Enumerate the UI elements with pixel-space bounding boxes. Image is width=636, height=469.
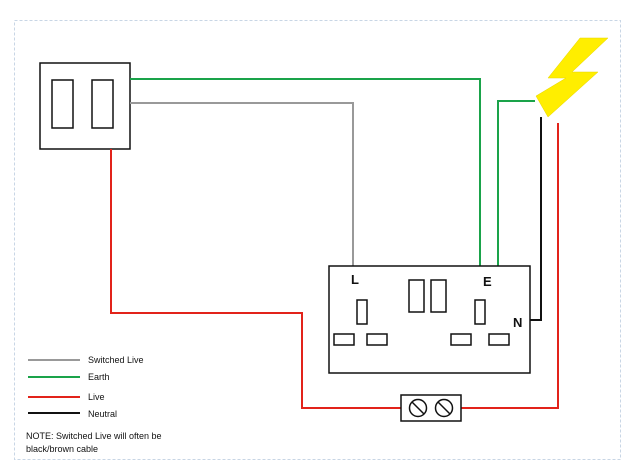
socket-earth-pin [356, 299, 368, 325]
terminal-label-earth: E [483, 274, 492, 289]
double-switch-icon [39, 62, 131, 150]
note-line-1: NOTE: Switched Live will often be [26, 431, 162, 441]
switch-rocker-right [430, 279, 447, 313]
legend: Switched Live Earth Live Neutral [28, 355, 144, 419]
socket-pin-1 [333, 333, 355, 346]
legend-label-switched-live: Switched Live [88, 355, 144, 365]
terminal-label-neutral: N [513, 315, 522, 330]
note-line-2: black/brown cable [26, 444, 98, 454]
terminal-label-live: L [351, 272, 359, 287]
wire-earth-supply [497, 100, 535, 266]
lightning-bolt-icon [535, 37, 609, 118]
socket-outlet: L E N [328, 265, 531, 374]
wire-switched-live [130, 102, 354, 266]
wire-live-supply [461, 123, 559, 409]
legend-label-neutral: Neutral [88, 409, 117, 419]
wire-earth-switch [130, 78, 481, 266]
wire-neutral [530, 117, 542, 321]
legend-label-live: Live [88, 392, 105, 402]
page-frame [14, 20, 621, 460]
legend-label-earth: Earth [88, 372, 110, 382]
terminal-block-icon [400, 394, 462, 422]
socket-pin-2 [366, 333, 388, 346]
switch-rocker-left [408, 279, 425, 313]
socket-pin-4 [488, 333, 510, 346]
socket-pin-3 [450, 333, 472, 346]
socket-earth-pin-right [474, 299, 486, 325]
wire-live-to-terminal [110, 149, 401, 409]
